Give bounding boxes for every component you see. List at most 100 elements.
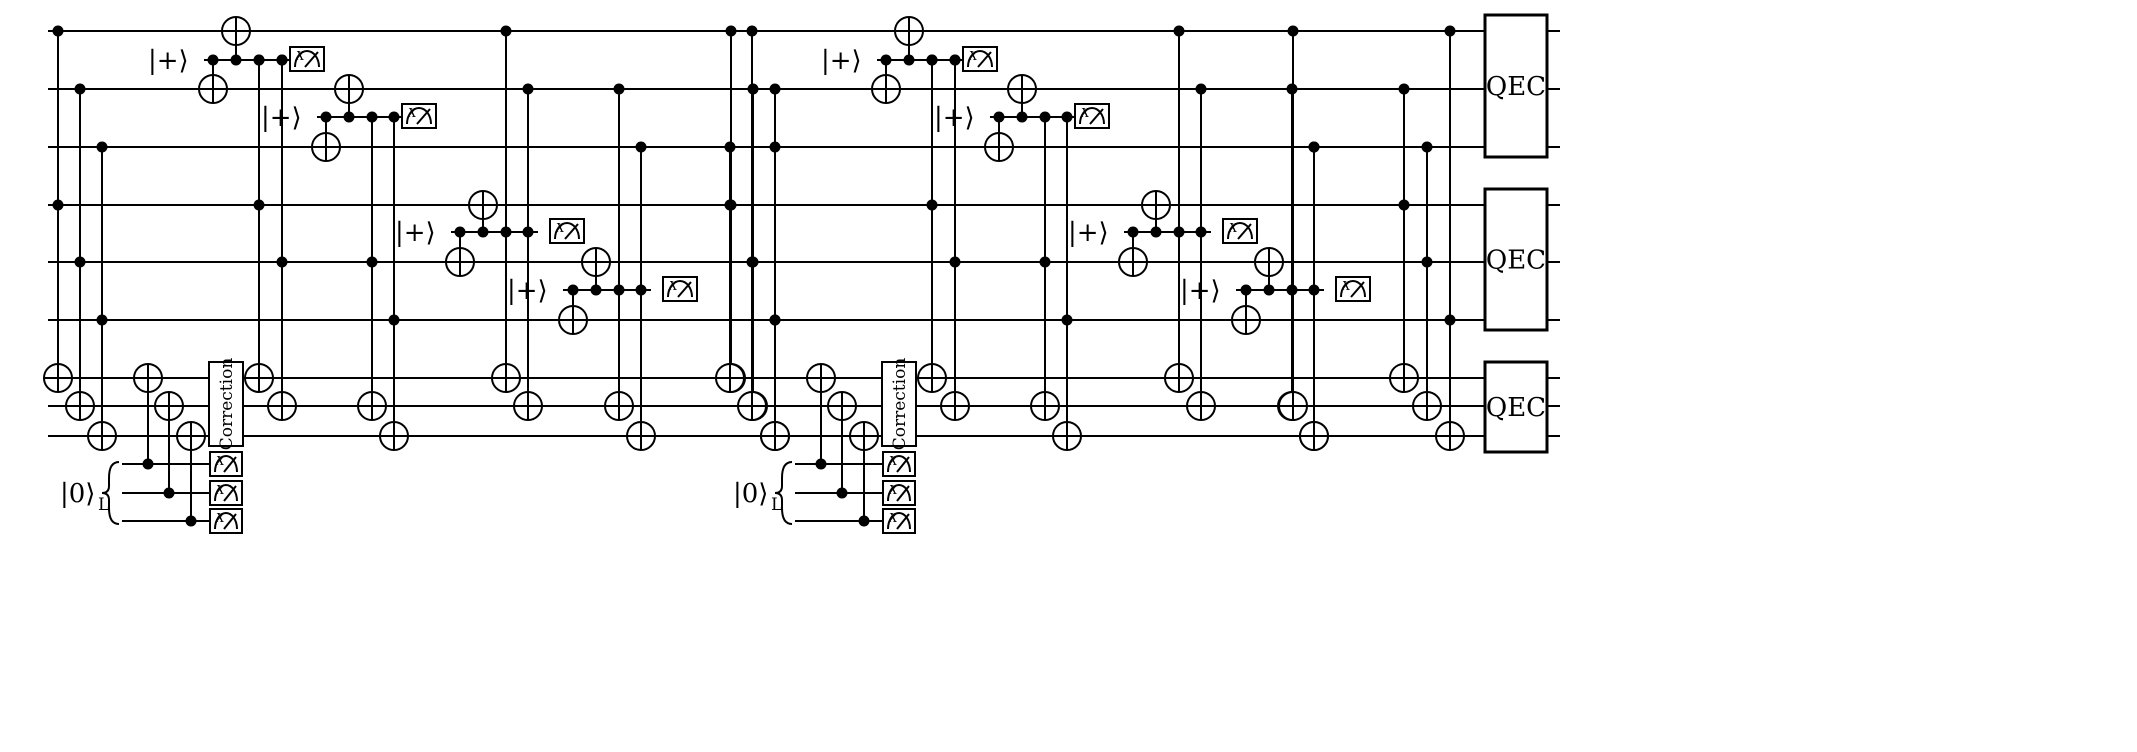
control-dot: [1061, 314, 1073, 326]
plus-state-label: |+⟩: [821, 46, 862, 76]
plus-state-label: |+⟩: [261, 103, 302, 133]
control-dot: [858, 515, 870, 527]
correction-box: [208, 361, 244, 447]
plus-state-label: |+⟩: [1068, 218, 1109, 248]
measurement-basis-label: X: [295, 49, 305, 63]
control-dot: [388, 111, 400, 123]
meter-arc: [887, 484, 911, 502]
control-dot: [366, 111, 378, 123]
control-dot: [96, 141, 108, 153]
control-dot: [724, 199, 736, 211]
meter-needle: [416, 108, 431, 125]
meter-arc: [214, 455, 238, 473]
measurement-basis-label: X: [888, 511, 898, 525]
control-dot: [880, 54, 892, 66]
control-dot: [1039, 111, 1051, 123]
qec-label-1: QEC: [1486, 72, 1546, 102]
control-dot: [949, 256, 961, 268]
control-dot: [1398, 83, 1410, 95]
control-dot: [1398, 199, 1410, 211]
measurement-basis-label: X: [407, 106, 417, 120]
control-dot: [769, 314, 781, 326]
control-dot: [74, 83, 86, 95]
measurement-basis-label: X: [215, 511, 225, 525]
meter-arc: [294, 50, 320, 68]
plus-state-label: |+⟩: [934, 103, 975, 133]
meter-needle: [304, 51, 319, 68]
control-dot: [1039, 256, 1051, 268]
control-dot: [1150, 226, 1162, 238]
control-dot: [207, 54, 219, 66]
control-dot: [926, 199, 938, 211]
control-dot: [1287, 25, 1299, 37]
correction-box: [881, 361, 917, 447]
meter-needle: [1089, 108, 1104, 125]
measurement-basis-label: X: [968, 49, 978, 63]
meter-needle: [564, 223, 579, 240]
plus-state-label: |+⟩: [395, 218, 436, 248]
control-dot: [993, 111, 1005, 123]
control-dot: [96, 314, 108, 326]
control-dot: [725, 25, 737, 37]
control-dot: [185, 515, 197, 527]
control-dot: [163, 487, 175, 499]
meter-arc: [214, 484, 238, 502]
correction-label: Correction: [217, 358, 237, 451]
logical-zero-brace: [774, 461, 793, 525]
control-dot: [1016, 111, 1028, 123]
logical-zero-brace: [101, 461, 120, 525]
control-dot: [949, 54, 961, 66]
control-dot: [142, 458, 154, 470]
meter-arc: [554, 222, 580, 240]
meter-arc: [887, 512, 911, 530]
control-dot: [343, 111, 355, 123]
meter-arc: [406, 107, 432, 125]
control-dot: [1127, 226, 1139, 238]
plus-state-label: |+⟩: [507, 276, 548, 306]
control-dot: [230, 54, 242, 66]
meter-arc: [1079, 107, 1105, 125]
logical-zero-label: |0⟩: [60, 479, 95, 509]
control-dot: [1263, 284, 1275, 296]
control-dot: [1444, 314, 1456, 326]
meter-arc: [1340, 280, 1366, 298]
control-dot: [1061, 111, 1073, 123]
meter-needle: [223, 456, 237, 473]
measurement-basis-label: X: [1341, 279, 1351, 293]
logical-zero-subscript: L: [771, 495, 782, 515]
control-dot: [74, 256, 86, 268]
control-dot: [52, 25, 64, 37]
control-dot: [366, 256, 378, 268]
measurement-basis-label: X: [215, 454, 225, 468]
control-dot: [1444, 25, 1456, 37]
control-dot: [320, 111, 332, 123]
measurement-basis-label: X: [555, 221, 565, 235]
control-dot: [388, 314, 400, 326]
meter-needle: [223, 513, 237, 530]
control-dot: [769, 83, 781, 95]
measurement-basis-label: X: [215, 483, 225, 497]
meter-needle: [223, 485, 237, 502]
measurement-basis-label: X: [1080, 106, 1090, 120]
qec-box-3: [1483, 360, 1549, 454]
meter-needle: [1237, 223, 1252, 240]
control-dot: [477, 226, 489, 238]
qec-label-3: QEC: [1486, 393, 1546, 423]
control-dot: [454, 226, 466, 238]
meter-arc: [967, 50, 993, 68]
control-dot: [815, 458, 827, 470]
meter-arc: [667, 280, 693, 298]
control-dot: [746, 25, 758, 37]
meter-arc: [1227, 222, 1253, 240]
control-dot: [836, 487, 848, 499]
control-dot: [276, 54, 288, 66]
control-dot: [253, 54, 265, 66]
control-dot: [746, 256, 758, 268]
plus-state-label: |+⟩: [1180, 276, 1221, 306]
control-dot: [276, 256, 288, 268]
measurement-basis-label: X: [1228, 221, 1238, 235]
meter-needle: [896, 456, 910, 473]
logical-zero-subscript: L: [98, 495, 109, 515]
